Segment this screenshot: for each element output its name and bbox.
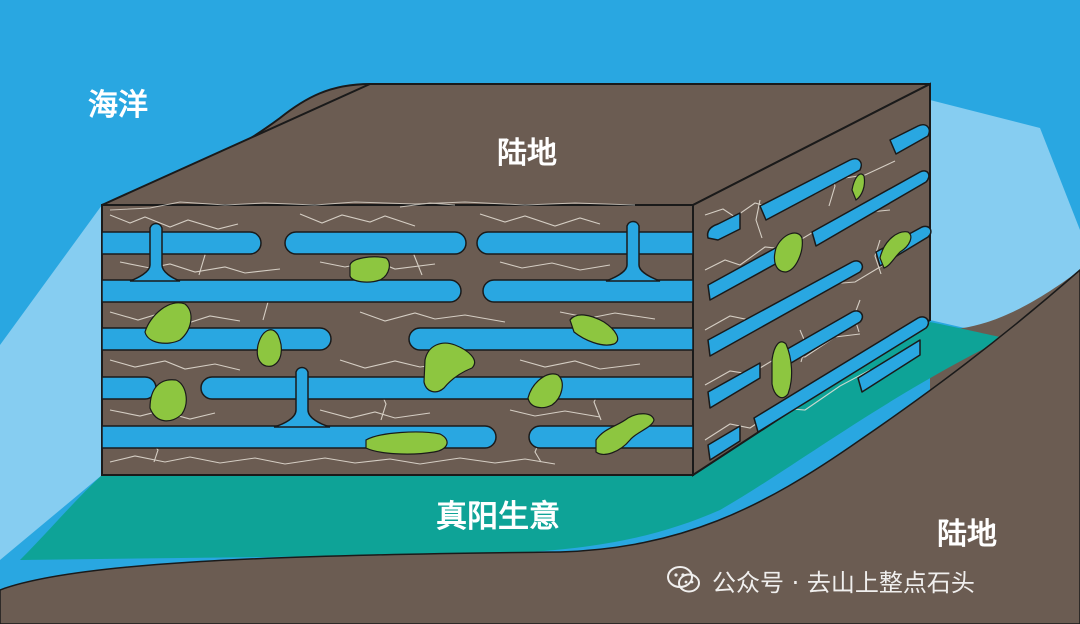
green-patch-5 [423, 342, 476, 393]
drip-2 [605, 220, 661, 282]
channel-side-10 [707, 425, 741, 461]
channel-side-6 [707, 260, 864, 357]
channel-side-12 [857, 339, 921, 393]
wechat-icon [667, 566, 700, 593]
green-patch-13 [771, 341, 793, 399]
channel-front-r2b [482, 279, 694, 303]
water-drips [129, 220, 661, 428]
channel-front-r1a [101, 231, 262, 255]
biome-band [20, 322, 1005, 560]
channel-front-r4b [200, 376, 694, 400]
channel-side-11 [753, 316, 930, 433]
green-patch-6 [527, 373, 563, 409]
green-patch-4 [569, 314, 619, 346]
green-patch-11 [851, 173, 866, 201]
light-water-left [0, 205, 102, 560]
channel-front-r3b [408, 327, 694, 351]
channel-front-r4a [101, 376, 157, 400]
land-label-right: 陆地 [937, 517, 997, 552]
channel-side-9 [781, 310, 864, 367]
drip-3 [273, 366, 331, 428]
biome-label: 真阳生意 [436, 499, 560, 535]
green-patch-12 [879, 231, 912, 269]
watermark: 公众号 · 去山上整点石头 [666, 562, 975, 598]
green-patch-9 [595, 413, 655, 455]
ocean-label: 海洋 [88, 88, 148, 123]
channel-front-r1c [476, 231, 694, 255]
channel-front-r1b [284, 231, 467, 255]
green-patches [144, 173, 912, 455]
green-patch-10 [773, 232, 803, 273]
channel-side-1 [706, 212, 741, 241]
watermark-text: 公众号 · 去山上整点石头 [712, 568, 975, 597]
channel-front-r2a [101, 279, 462, 303]
green-patch-1 [349, 256, 390, 283]
channel-front-r3a [101, 327, 332, 351]
land-label-top: 陆地 [497, 136, 557, 171]
land-lower-foreground [0, 269, 1080, 624]
crack-lines-top [109, 201, 636, 211]
drip-1 [129, 222, 181, 282]
channel-side-5 [811, 170, 930, 247]
channel-side-3 [889, 124, 930, 155]
green-patch-2 [144, 302, 192, 344]
green-patch-8 [365, 431, 448, 455]
light-water-right [930, 100, 1080, 335]
channel-side-2 [759, 158, 862, 221]
channel-side-8 [707, 362, 761, 409]
green-patch-7 [149, 379, 187, 422]
green-patch-3 [256, 329, 282, 367]
